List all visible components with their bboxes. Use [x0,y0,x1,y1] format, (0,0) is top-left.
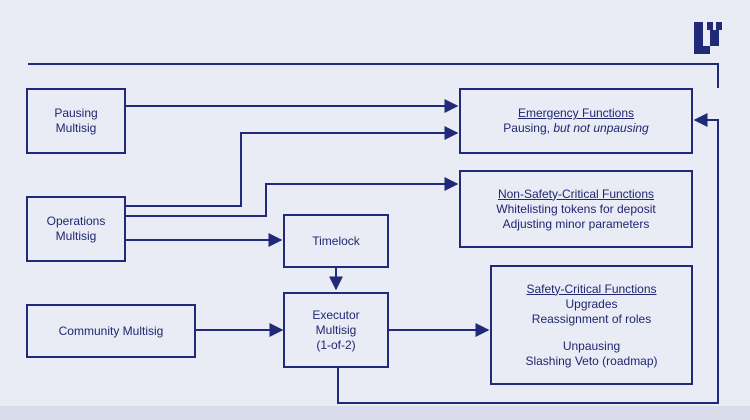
timelock-label: Timelock [312,233,360,248]
emergency-desc-b: but not unpausing [553,121,649,135]
operations-multisig-box: Operations Multisig [26,196,126,262]
safety-line-3: Unpausing [562,338,621,353]
arrow-operations-to-emergency [126,126,459,207]
pausing-line-2: Multisig [55,121,97,135]
emergency-functions-box: Emergency Functions Pausing, but not unp… [459,88,693,154]
safety-critical-box: Safety-Critical Functions Upgrades Reass… [490,265,693,385]
community-multisig-box: Community Multisig [26,304,196,358]
emergency-title: Emergency Functions [517,106,635,120]
executor-line-3: (1-of-2) [316,337,356,352]
operations-line-2: Multisig [55,229,97,243]
pausing-line-1: Pausing [54,106,98,120]
arrow-operations-to-nonsafety [126,177,459,217]
emergency-desc: Pausing, but not unpausing [503,121,648,136]
executor-line-1: Executor [312,307,360,322]
emergency-desc-a: Pausing, [503,121,554,135]
safety-line-4: Slashing Veto (roadmap) [525,353,658,368]
timelock-box: Timelock [283,214,389,268]
operations-line-1: Operations [46,214,106,228]
nonsafety-line-1: Whitelisting tokens for deposit [496,201,656,216]
bottom-strip [0,406,750,420]
arrow-executor-to-emergency [337,113,719,404]
nonsafety-line-2: Adjusting minor parameters [502,216,650,231]
safety-title: Safety-Critical Functions [526,281,657,296]
non-safety-critical-box: Non-Safety-Critical Functions Whitelisti… [459,170,693,248]
safety-line-1: Upgrades [565,296,618,311]
pausing-multisig-box: Pausing Multisig [26,88,126,154]
executor-multisig-box: Executor Multisig (1-of-2) [283,292,389,368]
top-bracket-line [28,63,719,88]
safety-line-2: Reassignment of roles [531,311,652,326]
executor-line-2: Multisig [315,322,357,337]
community-line: Community Multisig [58,323,164,338]
nonsafety-title: Non-Safety-Critical Functions [497,186,655,201]
company-logo-icon [694,22,722,54]
